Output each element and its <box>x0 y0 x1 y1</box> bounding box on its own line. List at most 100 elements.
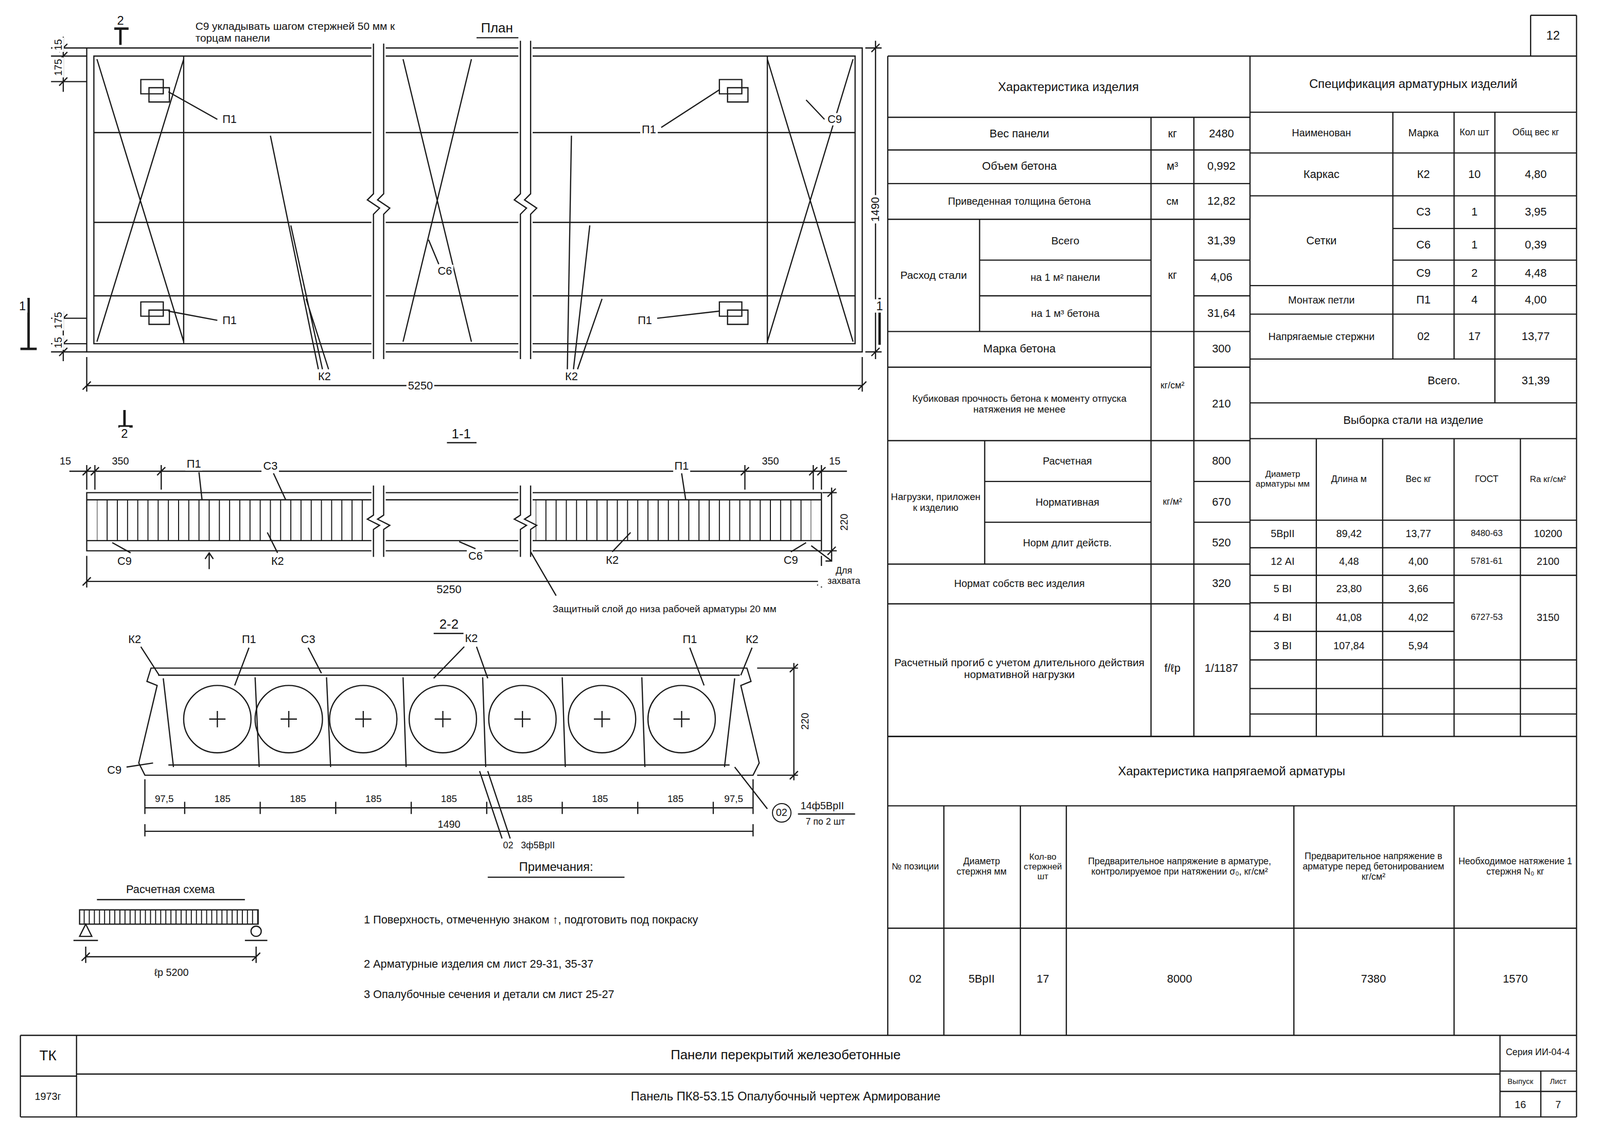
table-text: Сетки <box>1252 234 1392 248</box>
table-text: Всего <box>983 234 1147 247</box>
drawing-label: С9 <box>782 553 800 567</box>
table-text: 1570 <box>1502 973 1528 986</box>
section-mark <box>20 28 881 427</box>
table-text: Марка <box>1394 127 1454 139</box>
table-text: Расчетный прогиб с учетом длительного де… <box>891 656 1148 681</box>
table-text: 23,80 <box>1335 583 1362 595</box>
drawing-label: 15 <box>52 37 64 52</box>
table-text: Спецификация арматурных изделий <box>1255 76 1572 91</box>
table-text: Монтаж петли <box>1252 294 1392 306</box>
table-text: 13,77 <box>1405 528 1432 540</box>
table-text: 5 ВI <box>1273 583 1292 595</box>
dimension-line <box>81 946 261 964</box>
drawing-label: К2 <box>126 633 143 646</box>
drawing-label: К2 <box>563 370 580 383</box>
mesh-cross <box>96 56 853 344</box>
stirrups <box>96 500 371 541</box>
drawing-label: 1 <box>874 299 885 313</box>
break-line <box>367 40 537 360</box>
table-text: Наименован <box>1252 127 1392 139</box>
table-text: С3 <box>1416 205 1431 219</box>
table-text: Нагрузки, приложен к изделию <box>890 490 981 513</box>
paint-mark <box>205 553 214 570</box>
table-text: Ra кг/см² <box>1521 474 1575 485</box>
table-text: Характеристика изделия <box>894 79 1242 94</box>
drawing-label: Защитный слой до низа рабочей арматуры 2… <box>551 603 795 615</box>
drawing-label: План <box>479 20 515 35</box>
table-text: 31,39 <box>1207 234 1236 248</box>
table-text: Марка бетона <box>891 342 1148 356</box>
drawing-label: 185 <box>363 793 383 805</box>
drawing-label: П1 <box>220 313 239 327</box>
drawing-label: П1 <box>220 113 239 126</box>
table-text: Всего. <box>1427 374 1461 387</box>
table-text: 2100 <box>1536 555 1560 567</box>
drawing-label: 1 <box>17 299 28 313</box>
lifting-loop <box>141 79 749 325</box>
drawing-label: 1 Поверхность, отмеченную знаком ↑, подг… <box>362 913 754 927</box>
drawing-label: 185 <box>288 793 308 805</box>
table-text: Выборка стали на изделие <box>1255 414 1572 427</box>
table-text: 12 АI <box>1270 555 1295 567</box>
table-text: 17 <box>1468 330 1481 343</box>
table-text: К2 <box>1417 168 1431 181</box>
table-text: Серия ИИ-04-4 <box>1505 1047 1571 1059</box>
table-text: кг/м² <box>1152 497 1193 508</box>
underline <box>96 37 855 900</box>
leader-line <box>126 646 768 839</box>
drawing-label: 185 <box>439 793 459 805</box>
table-text: кг/см² <box>1152 380 1193 392</box>
drawing-label: 220 <box>838 512 850 533</box>
center-cross <box>208 711 690 728</box>
drawing-label: П1 <box>636 313 654 327</box>
table-text: Кол шт <box>1454 127 1494 138</box>
drawing-label: С6 <box>466 549 485 562</box>
table-text: Предварительное напряжение в арматуре пе… <box>1296 851 1450 883</box>
table-text: 520 <box>1211 536 1231 550</box>
table-text: 320 <box>1211 577 1231 590</box>
support-symbol <box>73 924 268 941</box>
table-text: 41,08 <box>1335 611 1362 623</box>
table-text: 4,00 <box>1408 555 1429 567</box>
table-text: f/ℓр <box>1152 661 1193 675</box>
leader-line <box>112 472 806 596</box>
table-grid <box>887 805 1577 1036</box>
drawing-label: 185 <box>213 793 233 805</box>
drawing-label: 2 <box>115 13 126 28</box>
table-text: Диаметр арматуры мм <box>1251 469 1315 490</box>
table-text: Норм длит действ. <box>988 537 1147 549</box>
table-text: 0,992 <box>1207 160 1236 173</box>
drawing-label: 7 по 2 шт <box>803 817 847 828</box>
drawing-label: С9 укладывать шагом стержней 50 мм к тор… <box>194 19 417 44</box>
table-text: 12 <box>1546 28 1560 43</box>
table-text: 1/1187 <box>1194 661 1248 675</box>
rebar-line <box>93 132 855 296</box>
drawing-label: П1 <box>185 458 203 471</box>
table-text: 2 <box>1471 267 1478 280</box>
table-text: Приведенная толщина бетона <box>891 195 1148 207</box>
section-outline <box>86 493 822 552</box>
table-text: Необходимое натяжение 1 стержня N₀ кг <box>1457 856 1573 878</box>
drawing-label: 1490 <box>435 818 462 831</box>
drawing-label: 1-1 <box>450 426 473 442</box>
drawing-label: П1 <box>673 460 691 473</box>
drawing-label: 1490 <box>869 195 882 224</box>
table-text: С6 <box>1416 238 1431 252</box>
table-text: Каркас <box>1252 168 1392 181</box>
stirrups <box>535 500 812 541</box>
table-text: 4,00 <box>1524 293 1547 307</box>
drawing-label: К2 <box>269 554 286 568</box>
table-text: 3,95 <box>1524 205 1547 219</box>
drawing-label: 185 <box>514 793 534 805</box>
drawing-label: 2 Арматурные изделия см лист 29-31, 35-3… <box>362 957 595 971</box>
drawing-label: 185 <box>665 793 685 805</box>
table-text: на 1 м² панели <box>983 271 1147 284</box>
break-line <box>367 485 537 558</box>
table-text: 7 <box>1555 1099 1561 1111</box>
drawing-label: 3 Опалубочные сечения и детали см лист 2… <box>362 988 617 1001</box>
table-text: С9 <box>1416 267 1431 280</box>
table-text: 02 <box>908 973 922 986</box>
table-text: 31,39 <box>1521 374 1551 387</box>
drawing-label: 350 <box>110 455 131 467</box>
